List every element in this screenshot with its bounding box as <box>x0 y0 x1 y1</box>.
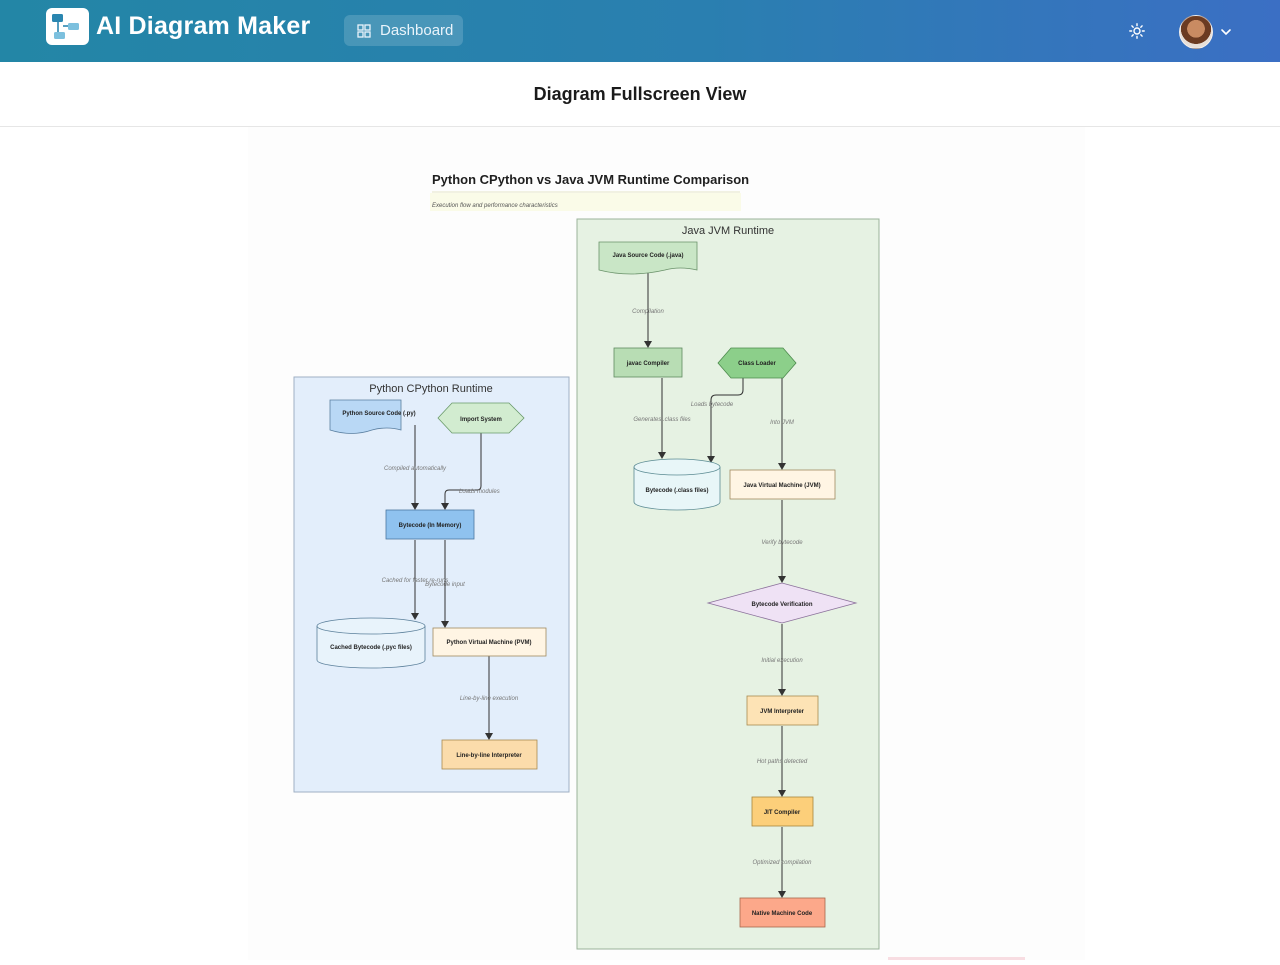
page-header <box>0 62 1280 127</box>
node-pvm[interactable]: Python Virtual Machine (PVM) <box>432 627 547 657</box>
grid-icon <box>357 23 371 38</box>
node-java-bytecode[interactable]: Bytecode (.class files) <box>633 458 721 511</box>
java-cluster <box>576 218 880 950</box>
avatar[interactable] <box>1179 15 1213 49</box>
java-cluster-label: Java JVM Runtime <box>682 225 774 237</box>
node-java-source[interactable]: Java Source Code (.java) <box>598 241 698 275</box>
app-name[interactable]: AI Diagram Maker <box>96 12 311 40</box>
svg-text:Import System: Import System <box>460 417 502 423</box>
svg-text:JVM Interpreter: JVM Interpreter <box>760 709 805 715</box>
edge-label: Compilation <box>632 309 664 315</box>
diagram-canvas[interactable]: Python CPython vs Java JVM Runtime Compa… <box>248 127 1085 960</box>
svg-text:Python Source Code (.py): Python Source Code (.py) <box>342 411 415 417</box>
svg-text:Cached Bytecode (.pyc files): Cached Bytecode (.pyc files) <box>330 645 412 651</box>
svg-text:Class Loader: Class Loader <box>738 361 776 367</box>
toast-edge <box>888 957 1025 960</box>
diagram-svg: Python CPython vs Java JVM Runtime Compa… <box>293 172 880 950</box>
edge-label: Loads modules <box>459 489 500 495</box>
node-class-loader[interactable]: Class Loader <box>717 347 797 379</box>
top-bar: AI Diagram Maker Dashboard <box>0 0 1280 62</box>
diagram-logo-icon[interactable] <box>46 8 89 45</box>
node-javac-compiler[interactable]: javac Compiler <box>613 347 683 378</box>
svg-text:Bytecode (.class files): Bytecode (.class files) <box>645 488 708 494</box>
node-jit-compiler[interactable]: JIT Compiler <box>751 796 814 827</box>
svg-text:Python Virtual Machine (PVM): Python Virtual Machine (PVM) <box>447 640 532 646</box>
node-native-code[interactable]: Native Machine Code <box>739 897 826 928</box>
edge-label: Loads bytecode <box>691 402 734 408</box>
edge-label: Verify bytecode <box>761 540 803 546</box>
node-cached-bytecode[interactable]: Cached Bytecode (.pyc files) <box>316 617 426 669</box>
node-jvm[interactable]: Java Virtual Machine (JVM) <box>729 469 836 500</box>
svg-text:Java Virtual Machine (JVM): Java Virtual Machine (JVM) <box>743 483 820 489</box>
dashboard-label: Dashboard <box>380 22 454 39</box>
edge-label: Compiled automatically <box>384 466 447 472</box>
edge-label: Initial execution <box>761 658 803 664</box>
svg-text:JIT Compiler: JIT Compiler <box>764 810 801 816</box>
diagram-subtitle: Execution flow and performance character… <box>432 203 558 209</box>
svg-text:Line-by-line Interpreter: Line-by-line Interpreter <box>456 753 522 759</box>
page-title: Diagram Fullscreen View <box>533 84 747 104</box>
edge-label: Hot paths detected <box>757 759 808 765</box>
edge-label: Cached for faster re-runs <box>382 578 449 584</box>
node-import-system[interactable]: Import System <box>437 402 525 434</box>
node-python-bytecode[interactable]: Bytecode (In Memory) <box>385 509 475 540</box>
diagram-title: Python CPython vs Java JVM Runtime Compa… <box>432 172 749 187</box>
node-python-source[interactable]: Python Source Code (.py) <box>329 399 416 434</box>
node-jvm-interpreter[interactable]: JVM Interpreter <box>746 695 819 726</box>
edge-label: Bytecode input <box>425 582 465 588</box>
python-cluster-label: Python CPython Runtime <box>369 383 493 395</box>
node-bytecode-verification[interactable]: Bytecode Verification <box>706 582 858 624</box>
edge-label: Generates .class files <box>633 417 690 423</box>
svg-text:Bytecode Verification: Bytecode Verification <box>751 602 812 608</box>
svg-text:Java Source Code (.java): Java Source Code (.java) <box>612 253 683 259</box>
python-cluster <box>293 376 570 793</box>
svg-text:Bytecode (In Memory): Bytecode (In Memory) <box>399 523 462 529</box>
svg-text:javac Compiler: javac Compiler <box>626 361 670 367</box>
edge-label: Optimized compilation <box>752 860 812 866</box>
edge-label: Line-by-line execution <box>460 696 519 702</box>
svg-text:Native Machine Code: Native Machine Code <box>752 911 813 917</box>
subtitle-background <box>430 193 741 211</box>
chevron-down-icon[interactable] <box>1220 25 1232 43</box>
edge-label: Into JVM <box>770 420 794 426</box>
sun-icon[interactable] <box>1129 23 1145 44</box>
node-python-interpreter[interactable]: Line-by-line Interpreter <box>441 739 538 770</box>
dashboard-button[interactable]: Dashboard <box>344 15 463 46</box>
